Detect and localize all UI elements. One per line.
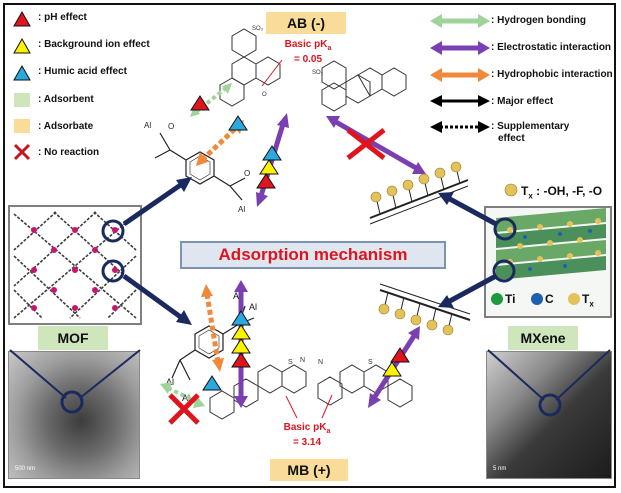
green-double-arrow-icon bbox=[430, 14, 490, 28]
pka-ab-pointer bbox=[261, 59, 283, 87]
pka-mb-pointer-left bbox=[285, 395, 298, 419]
pka-mb-label: Basic pKa = 3.14 bbox=[283, 422, 331, 448]
svg-text:N: N bbox=[300, 357, 305, 364]
legend-item-humic-acid: : Humic acid effect bbox=[38, 66, 127, 77]
mxene-element-ti: Ti bbox=[505, 292, 516, 306]
svg-text:Al: Al bbox=[238, 205, 245, 214]
al-label-3: Al bbox=[166, 377, 175, 387]
mof-zoom-connector bbox=[9, 349, 141, 414]
mof-label: MOF bbox=[38, 326, 108, 350]
svg-text:S: S bbox=[368, 359, 373, 366]
hbond-arrow-top bbox=[190, 83, 232, 117]
ti-legend-dot bbox=[491, 293, 503, 305]
legend-item-background-ion: : Background ion effect bbox=[38, 39, 150, 50]
svg-text:O: O bbox=[244, 169, 250, 178]
svg-text:O: O bbox=[168, 122, 174, 131]
red-cross-bottom bbox=[168, 393, 200, 425]
orange-square-icon bbox=[14, 119, 30, 133]
ph-triangle-top-1 bbox=[190, 95, 210, 111]
mxene-terminal-label: Tx : -OH, -F, -O bbox=[521, 184, 603, 201]
mxene-zoom-connector bbox=[487, 349, 611, 417]
ab-molecule-left: SO₃ O bbox=[219, 26, 281, 107]
pka-ab-label: Basic pKa = 0.05 bbox=[284, 39, 332, 65]
legend-item-major-effect: : Major effect bbox=[491, 96, 554, 107]
adsorption-mechanism-title: Adsorption mechanism bbox=[180, 241, 446, 269]
legend-item-adsorbate: : Adsorbate bbox=[38, 121, 94, 132]
adsorbate-ab-label: AB (-) bbox=[266, 12, 346, 34]
hydrophobic-arrow-bottom bbox=[201, 284, 224, 372]
mxene-zoom-circle-top bbox=[493, 217, 517, 241]
mof-tem-image: 500 nm bbox=[8, 351, 140, 479]
mof-major-arrow-bottom bbox=[122, 273, 184, 321]
dotted-double-arrow-icon bbox=[430, 121, 490, 133]
mof-major-arrow-top bbox=[122, 181, 184, 227]
mof-nodes bbox=[31, 227, 118, 311]
tx-element-dot bbox=[568, 293, 580, 305]
svg-text:O: O bbox=[262, 92, 267, 98]
orange-double-arrow-icon bbox=[430, 68, 490, 82]
mb-molecule-right: S N bbox=[317, 359, 413, 408]
mof-zoom-circle-top bbox=[101, 219, 125, 243]
mxene-major-arrow-top bbox=[446, 195, 498, 227]
green-square-icon bbox=[14, 93, 30, 107]
svg-text:Al: Al bbox=[144, 121, 151, 130]
humic-triangle-bottom-1 bbox=[231, 310, 251, 326]
red-cross-top bbox=[346, 128, 386, 160]
mxene-element-tx: Tx bbox=[582, 292, 594, 309]
legend-item-adsorbent: : Adsorbent bbox=[38, 94, 94, 105]
legend-item-hydrophobic: : Hydrophobic interaction bbox=[491, 69, 613, 80]
black-double-arrow-icon bbox=[430, 95, 490, 107]
al-label-2: Al bbox=[249, 302, 258, 312]
ab-molecule-right: SO₃ bbox=[312, 60, 407, 112]
mxene-element-c: C bbox=[545, 292, 554, 306]
humic-triangle-top bbox=[228, 115, 248, 131]
background-triangle-top bbox=[259, 159, 279, 175]
svg-text:S: S bbox=[288, 359, 293, 366]
background-triangle-bottom-right bbox=[382, 361, 402, 377]
mxene-scale-label: 5 nm bbox=[493, 466, 507, 472]
mof-scale-label: 500 nm bbox=[15, 466, 36, 472]
legend-item-supplementary: : Supplementary bbox=[491, 121, 570, 132]
mxene-layers bbox=[496, 208, 606, 280]
purple-double-arrow-icon bbox=[430, 41, 490, 55]
mb-molecule-left: S N bbox=[209, 357, 307, 420]
mof-zoom-circle-bottom bbox=[101, 259, 125, 283]
al-label-1: Al bbox=[233, 291, 242, 301]
ph-triangle-bottom-1 bbox=[231, 352, 251, 368]
red-triangle-icon bbox=[13, 10, 31, 27]
mxene-label: MXene bbox=[508, 326, 578, 350]
legend-item-ph: : pH effect bbox=[38, 12, 87, 23]
legend-item-electrostatic: : Electrostatic interaction bbox=[491, 42, 612, 53]
pka-mb-pointer-right bbox=[321, 394, 333, 419]
mxene-surface-bottom bbox=[378, 283, 471, 336]
ph-triangle-top-2 bbox=[256, 173, 276, 189]
humic-triangle-bottom-2 bbox=[202, 375, 222, 391]
humic-triangle-top-2 bbox=[262, 145, 282, 161]
tx-legend-dot bbox=[504, 183, 518, 197]
blue-triangle-icon bbox=[13, 64, 31, 81]
legend-item-hydrogen-bonding: : Hydrogen bonding bbox=[491, 15, 586, 26]
yellow-triangle-icon bbox=[13, 37, 31, 54]
ph-triangle-bottom-right bbox=[390, 347, 410, 363]
svg-text:SO₃: SO₃ bbox=[312, 70, 324, 76]
red-cross-icon bbox=[13, 143, 31, 161]
svg-text:N: N bbox=[318, 359, 323, 366]
mxene-surface-top bbox=[369, 161, 469, 225]
mxene-major-arrow-bottom bbox=[446, 273, 498, 305]
adsorbate-mb-label: MB (+) bbox=[270, 459, 348, 481]
al-label-4: Al bbox=[182, 393, 191, 403]
background-triangle-bottom-2 bbox=[231, 338, 251, 354]
electrostatic-arrow-top-right bbox=[326, 116, 426, 174]
mxene-zoom-circle-bottom bbox=[492, 259, 516, 283]
legend-item-supplementary-line2: effect bbox=[498, 133, 525, 144]
legend-item-no-reaction: : No reaction bbox=[38, 147, 100, 158]
c-legend-dot bbox=[531, 293, 543, 305]
svg-text:SO₃: SO₃ bbox=[252, 26, 264, 32]
